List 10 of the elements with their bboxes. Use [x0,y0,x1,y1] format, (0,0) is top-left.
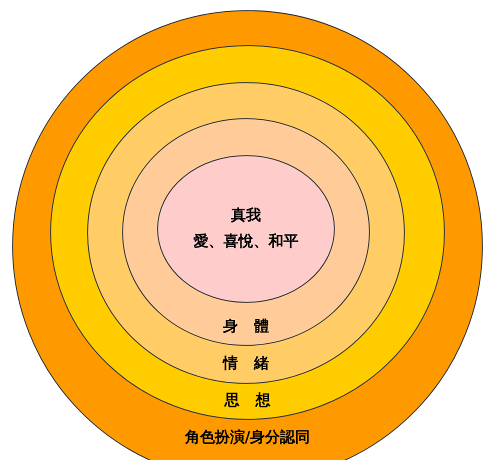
core-text: 愛、喜悅、和平 [194,232,298,250]
layer-circle [122,118,370,346]
layer-circle [50,45,445,420]
core-title: 真我 [231,206,261,224]
core-circle [157,155,335,303]
layer-label: 思 想 [224,391,270,409]
layer-circle [87,82,405,384]
layer-label: 角色扮演/身分認同 [184,428,310,446]
layer-label: 身 體 [223,317,269,335]
layer-label: 情 緒 [223,354,269,372]
